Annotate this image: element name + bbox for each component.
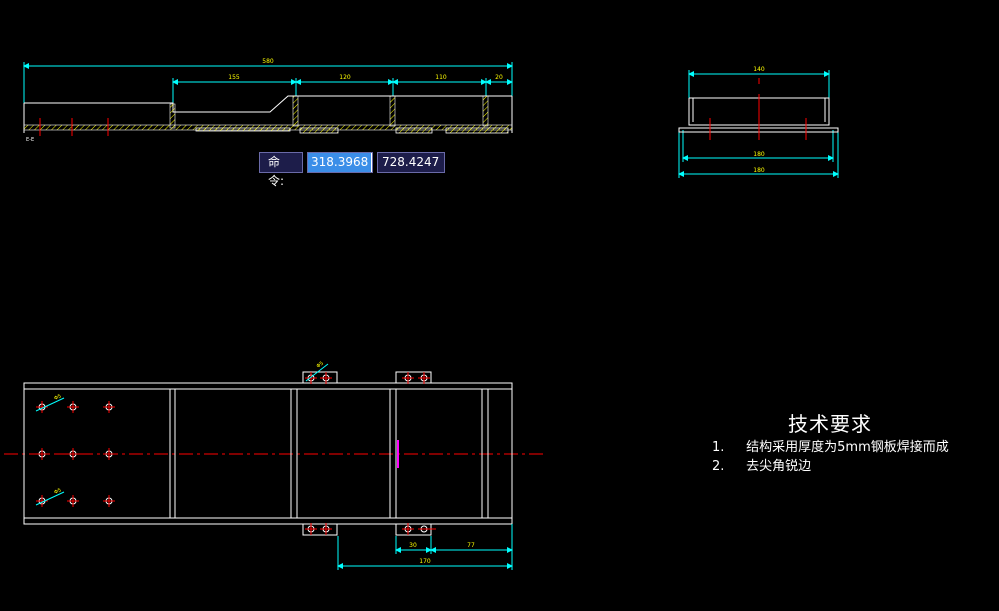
dim-overall-text: 580 bbox=[262, 58, 274, 65]
note-item-2: 2. 去尖角锐边 bbox=[700, 455, 811, 474]
note-text-1: 结构采用厚度为5mm钢板焊接而成 bbox=[746, 440, 949, 455]
dia-label-1: Φ5 bbox=[53, 393, 62, 401]
plan-dims bbox=[337, 524, 513, 570]
end-view: 140 180 180 bbox=[678, 66, 839, 178]
end-dim-top: 140 bbox=[753, 66, 765, 73]
side-label: E-E bbox=[26, 137, 34, 143]
rib-1 bbox=[169, 103, 176, 129]
dim-chain bbox=[172, 78, 513, 104]
side-centermarks bbox=[39, 118, 109, 136]
y-coordinate-input[interactable]: 728.4247 bbox=[377, 152, 445, 173]
plan-dim-b: 77 bbox=[467, 542, 475, 549]
rib-2 bbox=[292, 95, 299, 127]
side-lugs bbox=[195, 127, 509, 134]
plan-dim-c: 170 bbox=[419, 558, 431, 565]
command-input-bar[interactable]: 命令: 318.3968 728.4247 bbox=[259, 152, 445, 188]
side-view: 580 155 120 110 20 bbox=[23, 58, 513, 143]
notes-title: 技术要求 bbox=[788, 412, 872, 436]
dia-label-2: Φ5 bbox=[53, 487, 62, 495]
x-coordinate-input[interactable]: 318.3968 bbox=[307, 152, 373, 173]
plan-frame bbox=[23, 371, 513, 536]
note-text-2: 去尖角锐边 bbox=[746, 459, 812, 474]
dia-label-3: Φ5 bbox=[316, 360, 325, 369]
note-num-2: 2. bbox=[712, 459, 725, 474]
plan-dim-a: 30 bbox=[409, 542, 417, 549]
end-dim-middle: 180 bbox=[753, 151, 765, 158]
rib-3 bbox=[389, 95, 396, 127]
end-dim-bottom: 180 bbox=[753, 167, 765, 174]
dim-d3-text: 110 bbox=[435, 74, 447, 81]
plan-holes bbox=[36, 372, 436, 535]
plan-view: Φ5 Φ5 Φ5 30 77 170 bbox=[4, 360, 546, 570]
command-label: 命令: bbox=[259, 152, 303, 188]
x-coordinate-value[interactable]: 318.3968 bbox=[308, 153, 372, 172]
note-num-1: 1. bbox=[712, 440, 725, 455]
dim-d1-text: 155 bbox=[228, 74, 240, 81]
dim-overall bbox=[23, 62, 513, 120]
rib-4 bbox=[482, 95, 489, 127]
dim-d2-text: 120 bbox=[339, 74, 351, 81]
note-item-1: 1. 结构采用厚度为5mm钢板焊接而成 bbox=[700, 436, 949, 455]
dim-d4-text: 20 bbox=[495, 74, 503, 81]
